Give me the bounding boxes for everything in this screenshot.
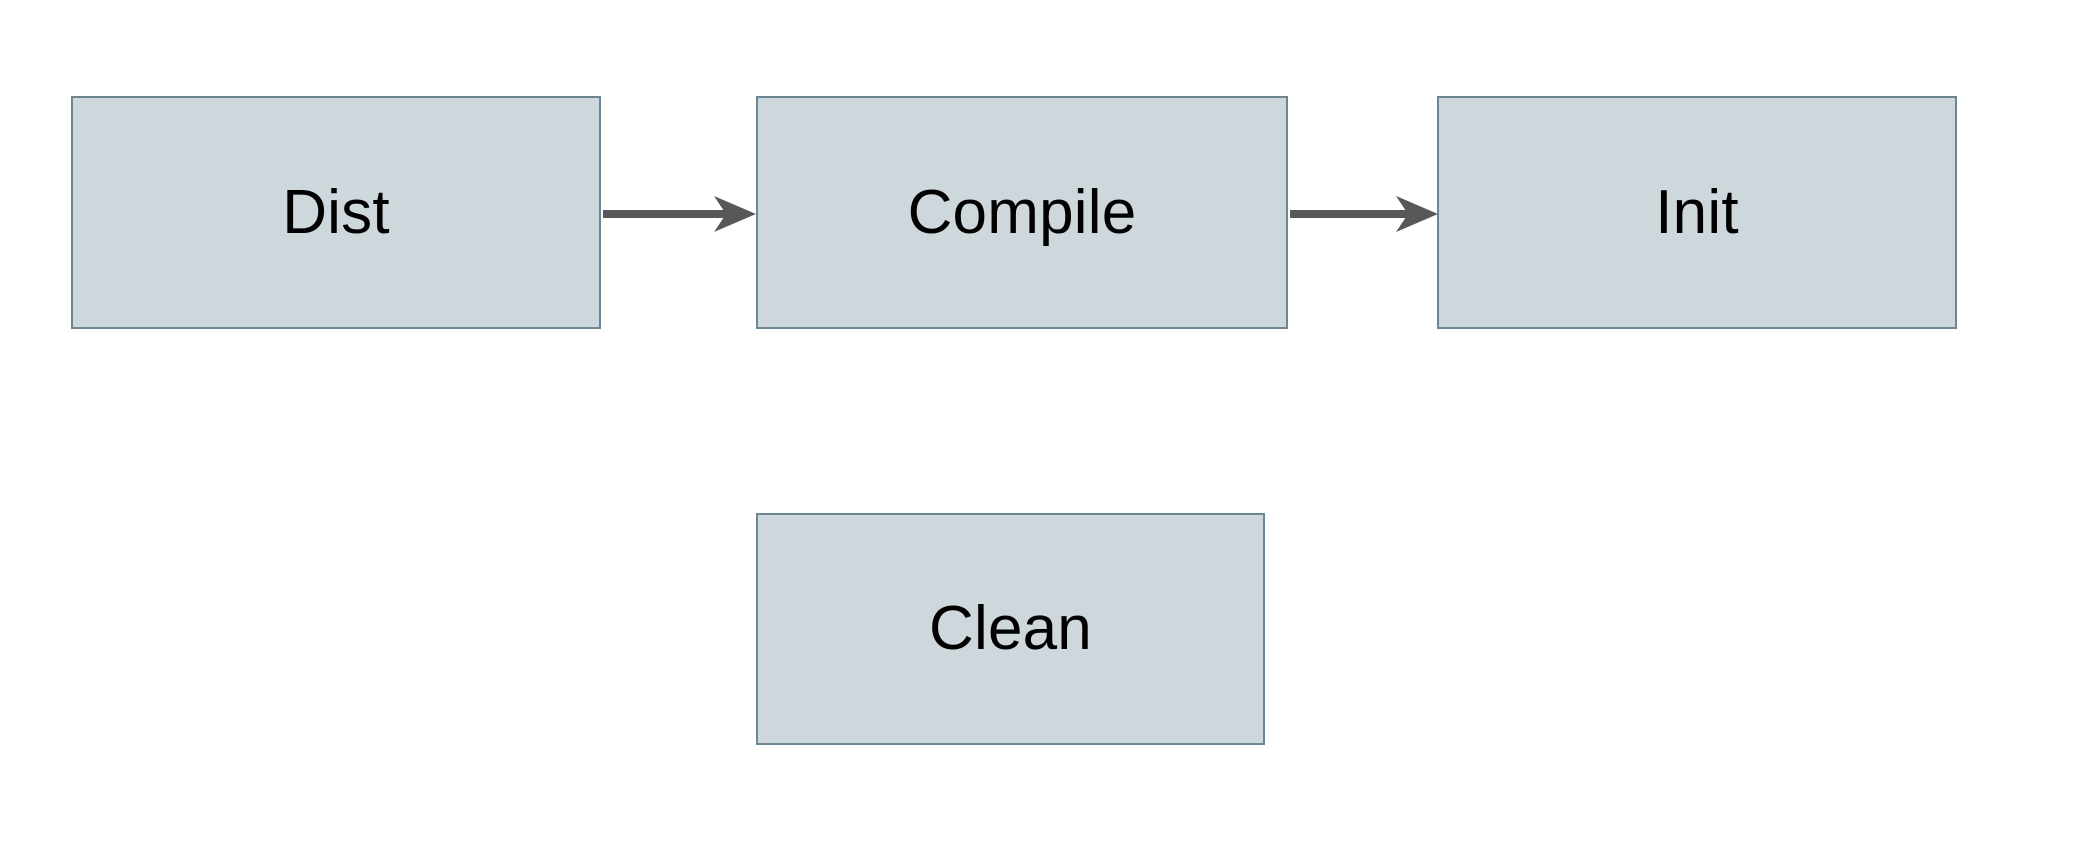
node-compile-label: Compile <box>907 177 1137 247</box>
node-init[interactable]: Init <box>1437 96 1957 329</box>
node-dist[interactable]: Dist <box>71 96 601 329</box>
edge-compile-to-init[interactable] <box>1283 190 1448 238</box>
node-compile[interactable]: Compile <box>756 96 1288 329</box>
node-clean[interactable]: Clean <box>756 513 1265 745</box>
arrowhead-icon <box>1396 196 1438 232</box>
node-clean-label: Clean <box>929 594 1092 663</box>
node-init-label: Init <box>1655 177 1739 247</box>
node-dist-label: Dist <box>282 177 390 247</box>
edge-dist-to-compile[interactable] <box>596 190 766 238</box>
arrowhead-icon <box>714 196 756 232</box>
